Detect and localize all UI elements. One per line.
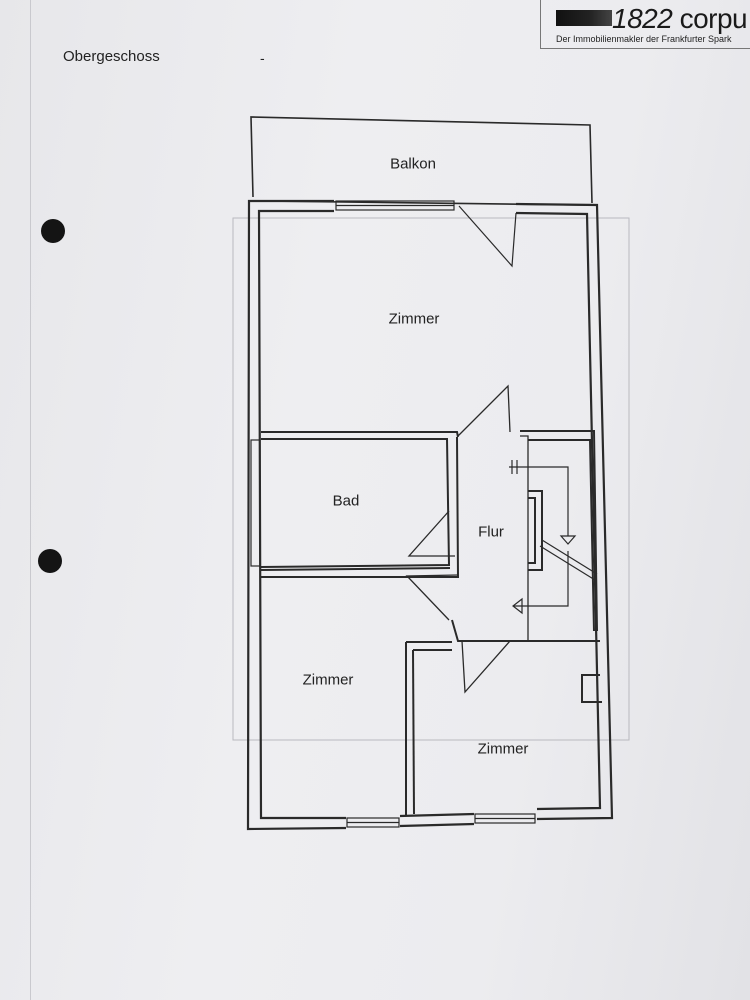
logo-number: 1822: [612, 3, 673, 34]
punch-hole-bottom: [38, 549, 62, 573]
logo: 1822 corpu: [612, 3, 748, 35]
windows: [250, 200, 536, 828]
punch-hole-top: [41, 219, 65, 243]
floor-title: Obergeschoss: [63, 48, 160, 65]
stairs: [509, 460, 598, 615]
header-box: [540, 0, 750, 49]
balcony-door: [458, 205, 517, 268]
interior-walls: [260, 430, 602, 815]
room-label-flur: Flur: [478, 523, 504, 541]
logo-word: corpu: [679, 3, 748, 34]
title-separator: -: [260, 50, 265, 66]
faint-outline: [232, 217, 630, 741]
outer-walls: [246, 199, 614, 831]
paper-edge: [30, 0, 31, 1000]
room-label-bad: Bad: [332, 492, 360, 510]
tagline: Der Immobilienmakler der Frankfurter Spa…: [556, 34, 732, 44]
room-label-zimmer-bottom-right: Zimmer: [477, 740, 529, 758]
flur-arrow: [405, 384, 529, 694]
room-label-zimmer-top: Zimmer: [388, 310, 440, 328]
room-label-zimmer-bottom-left: Zimmer: [302, 671, 354, 689]
room-label-balkon: Balkon: [390, 155, 436, 173]
logo-mark: [556, 10, 612, 26]
